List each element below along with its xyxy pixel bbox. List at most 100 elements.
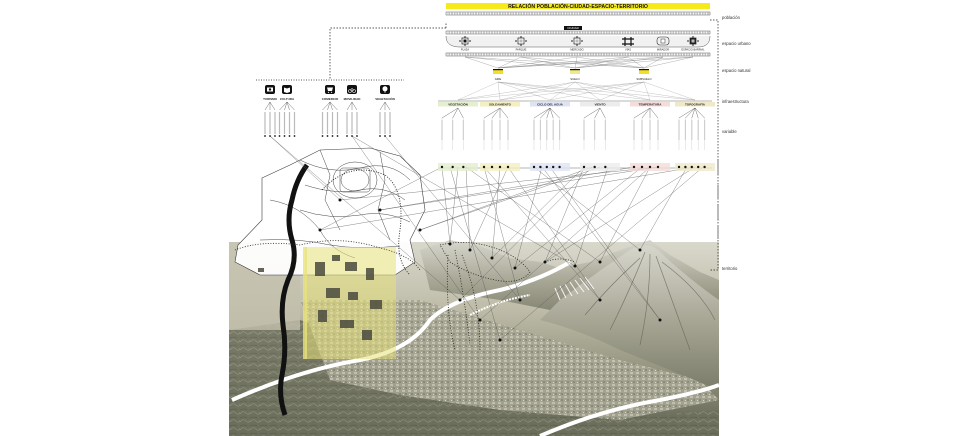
terrain-node <box>573 264 577 268</box>
variable-0: VEGETACIÓN <box>438 81 645 171</box>
medium-0: AIRE <box>464 56 694 81</box>
activity-node <box>293 135 296 137</box>
terrain-node <box>638 248 642 252</box>
activity-item-text <box>346 112 348 134</box>
terrain-node <box>498 338 502 342</box>
space-type-label: MIRADOR <box>657 48 669 52</box>
activity-3: MOVILIDAD <box>344 85 361 137</box>
medium-label: SUBSUELO <box>636 77 652 81</box>
activity-item-text <box>384 112 386 134</box>
side-label-infraestructura: infraestructura <box>722 99 749 104</box>
variable-band <box>438 102 478 107</box>
connection-line <box>351 135 576 267</box>
activity-item-text <box>269 112 271 134</box>
activity-node <box>389 135 391 137</box>
connection-line <box>483 166 521 301</box>
space-type-label: VÍAS <box>625 48 631 52</box>
connection-line <box>507 166 601 301</box>
activity-item-text <box>326 112 329 134</box>
connection-line <box>639 166 688 251</box>
variable-item-text <box>633 120 635 140</box>
variable-item-text <box>641 120 643 140</box>
connection-line <box>449 166 459 245</box>
side-label-espacio_natural: espacio natural <box>722 68 750 73</box>
variable-label: TEMPERATURA <box>639 102 663 106</box>
activity-item-text <box>264 112 266 134</box>
variable-node <box>451 165 454 169</box>
activity-item-text <box>379 112 381 134</box>
ciudad-tag-text: CIUDAD <box>567 26 579 30</box>
variable-label: SOLEAMIENTO <box>489 102 512 106</box>
connection-line <box>479 166 651 321</box>
variable-item-text <box>604 120 606 140</box>
variable-item-text <box>507 120 509 140</box>
variable-item-text <box>649 120 651 140</box>
terrain-node <box>458 298 462 302</box>
connection-line <box>465 166 471 251</box>
variable-4: TEMPERATURA <box>497 81 670 171</box>
variable-band <box>630 102 670 107</box>
space-type-3: VÍAS <box>622 37 634 52</box>
space-type-label: PARQUE <box>516 48 527 52</box>
space-type-0: PLAZA <box>459 36 471 52</box>
title-banner <box>446 3 710 9</box>
activity-item-text <box>288 112 291 134</box>
activity-node <box>321 135 324 137</box>
connection-line <box>499 166 704 341</box>
activity-node <box>274 135 276 137</box>
activity-item-text <box>293 112 296 134</box>
activity-node <box>278 135 281 137</box>
variable-item-text <box>552 120 554 140</box>
variable-node <box>604 165 607 169</box>
side-gauge <box>717 205 719 219</box>
side-label-espacio_urbano: espacio urbano <box>722 41 751 46</box>
bicycle-icon <box>347 85 357 94</box>
dotted-boundaries <box>234 240 576 351</box>
variable-label: VIENTO <box>594 102 606 106</box>
terrain-node <box>338 198 342 202</box>
terrain-node <box>658 318 662 322</box>
activity-label: COMERCIO <box>322 97 339 101</box>
connection-line <box>544 166 696 263</box>
frame-icon <box>656 36 670 46</box>
connection-line <box>514 166 643 269</box>
variable-item-text <box>441 120 443 140</box>
activity-node <box>379 135 381 137</box>
activity-node <box>288 135 291 137</box>
terrain-node <box>418 228 422 232</box>
variable-node <box>640 165 644 169</box>
side-gauge <box>717 185 719 199</box>
medium-1: SUELO <box>464 56 694 81</box>
space-type-label: PLAZA <box>461 48 469 52</box>
medium-2: SUBSUELO <box>464 56 694 81</box>
variable-item-text <box>452 120 454 140</box>
activity-node <box>336 135 339 137</box>
variable-item-text <box>491 120 493 140</box>
terrain-node <box>468 248 472 252</box>
variable-item-text <box>704 120 706 140</box>
connection-line <box>319 166 696 231</box>
connection-line <box>544 166 585 263</box>
activity-node <box>351 135 353 137</box>
activity-node <box>331 135 334 137</box>
medium-label: AIRE <box>495 77 502 81</box>
connection-line <box>574 166 609 267</box>
connection-line <box>599 166 651 263</box>
medium-label: SUELO <box>570 77 580 81</box>
variable-band-bottom <box>675 163 715 171</box>
variable-item-text <box>546 120 548 140</box>
connection-line <box>419 166 593 231</box>
variable-item-text <box>533 120 535 140</box>
connection-lines <box>269 135 704 341</box>
variable-band-bottom <box>438 163 478 171</box>
activity-1: CULTURA <box>278 85 296 137</box>
connection-line <box>419 166 601 231</box>
side-gauge <box>717 160 719 174</box>
variable-node <box>558 165 561 169</box>
variable-node <box>539 165 542 169</box>
activity-node <box>346 135 348 137</box>
variable-label: VEGETACIÓN <box>448 101 468 106</box>
